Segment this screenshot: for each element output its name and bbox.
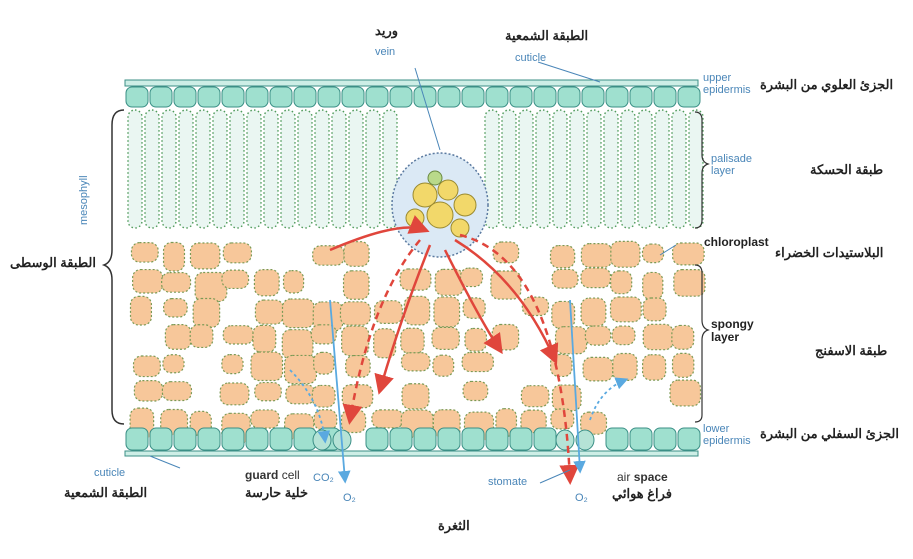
- upper-epidermis: [126, 87, 700, 107]
- vein-label-en: vein: [375, 46, 395, 58]
- upper-cuticle: [125, 80, 698, 86]
- co2-label: CO₂: [313, 472, 334, 484]
- cuticle-bottom-label-en: cuticle: [94, 467, 125, 479]
- air-space-label-ar: فراغ هوائي: [612, 486, 672, 502]
- lower-cuticle: [125, 451, 698, 456]
- upper-epidermis-label-en: upper epidermis: [703, 72, 763, 96]
- vein-bundle: [392, 153, 488, 257]
- stomate-label-ar: الثغرة: [438, 518, 470, 534]
- chloroplast-label-ar: البلاستيدات الخضراء: [775, 245, 883, 261]
- guard-cell-label-bold: guard: [245, 468, 278, 482]
- chloroplast-label-en: chloroplast: [704, 236, 769, 249]
- guard-cell-label-ar: خلية حارسة: [245, 485, 308, 501]
- upper-epidermis-label-ar: الجزئ العلوي من البشرة: [760, 77, 893, 93]
- spongy-label-en: spongy layer: [711, 318, 761, 344]
- stomate-label-en: stomate: [488, 476, 527, 488]
- palisade-label-en: palisade layer: [711, 153, 761, 177]
- air-space-label-a: air: [617, 470, 630, 484]
- guard-cell-label-en: guard cell: [245, 468, 300, 482]
- mesophyll-label-en: mesophyll: [78, 175, 90, 225]
- cuticle-top-label-ar: الطبقة الشمعية: [505, 28, 588, 44]
- guard-cell-label-rest: cell: [282, 468, 300, 482]
- vein-label-ar: وريد: [375, 23, 398, 39]
- spongy-label-ar: طبقة الاسفنج: [815, 343, 887, 359]
- lower-epidermis-label-ar: الجزئ السفلي من البشرة: [760, 426, 899, 442]
- mesophyll-brace: [104, 110, 124, 424]
- o2-left-label: O₂: [343, 492, 356, 504]
- palisade-label-ar: طبقة الحسكة: [810, 162, 883, 178]
- air-space-label-b: space: [634, 470, 668, 484]
- cuticle-top-label-en: cuticle: [515, 52, 546, 64]
- o2-right-label: O₂: [575, 492, 588, 504]
- cuticle-bottom-label-ar: الطبقة الشمعية: [64, 485, 147, 501]
- mesophyll-label-ar: الطبقة الوسطى: [10, 255, 96, 271]
- lower-epidermis-label-en: lower epidermis: [703, 423, 763, 447]
- air-space-label-en: air space: [617, 470, 668, 484]
- spongy-layer: [130, 241, 705, 442]
